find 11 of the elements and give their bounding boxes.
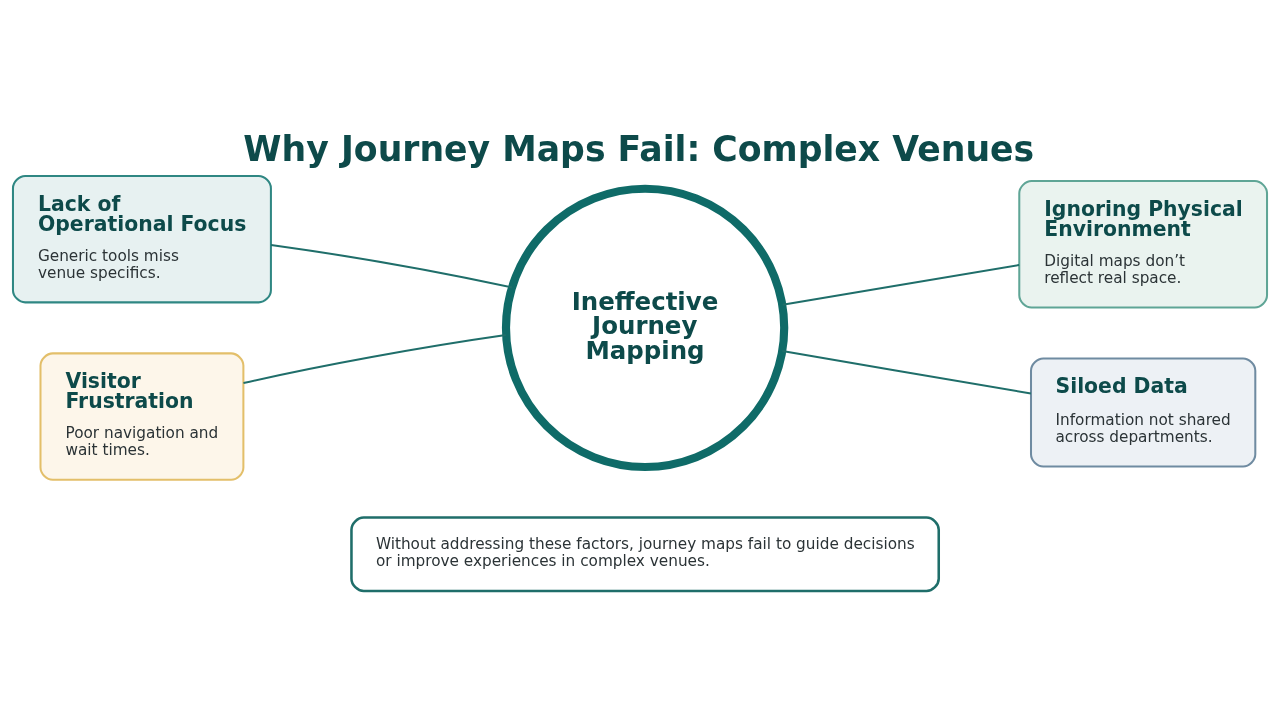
node-box: Siloed Data Information not shared across departments.	[1030, 356, 1257, 468]
node-circle: Ineffective Journey Mapping	[501, 184, 789, 471]
connector	[782, 263, 1020, 306]
connector	[782, 349, 1032, 395]
node-box: Lack of Operational Focus Generic tools miss venue specifics.	[11, 174, 272, 303]
node-box: Visitor Frustration Poor navigation and wait times.	[39, 351, 245, 481]
connector	[270, 243, 513, 288]
diagram-title: Why Journey Maps Fail: Complex Venues	[243, 128, 1035, 169]
node-box: Ignoring Physical Environment Digital maps don’t reflect real space.	[1018, 179, 1269, 308]
node-box: Without addressing these factors, journey maps fail to guide decisions or improve experiences in complex venues.	[350, 515, 940, 592]
connector	[243, 333, 506, 384]
